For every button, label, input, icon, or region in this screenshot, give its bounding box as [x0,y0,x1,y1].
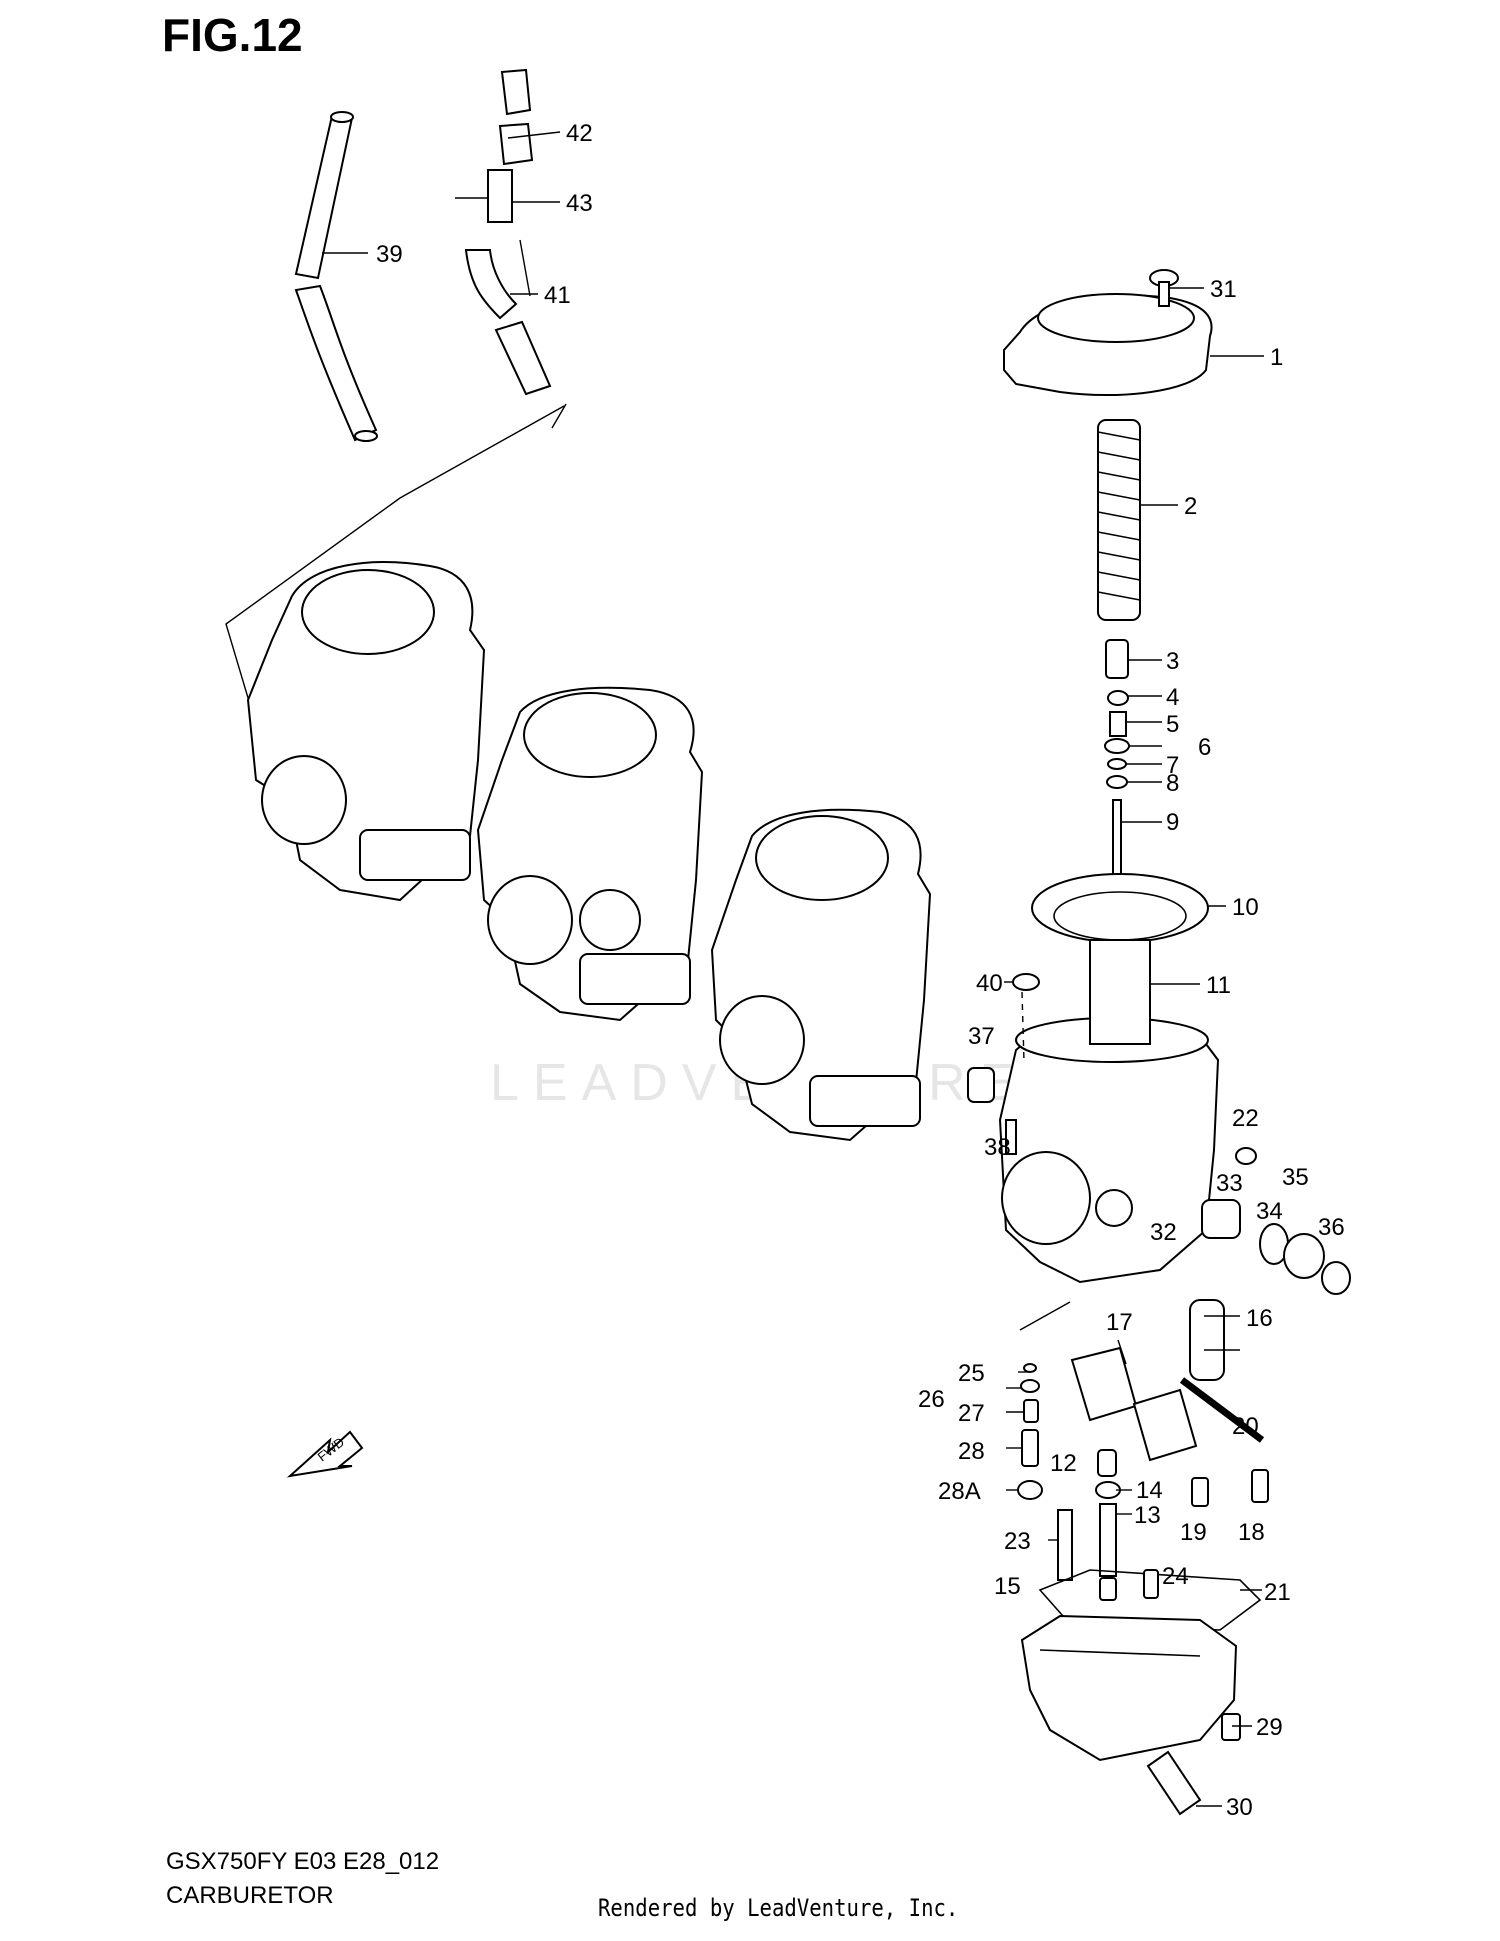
float-bowl-21 [1020,1569,1262,1816]
callout-15: 15 [994,1573,1021,1600]
callout-19: 19 [1180,1519,1207,1546]
callout-24: 24 [1162,1563,1189,1590]
leader-lines [322,131,1264,1807]
spring-2 [1097,419,1141,621]
side-parts-22-36 [1201,1147,1351,1295]
callout-36: 36 [1318,1214,1345,1241]
small-parts-3-8 [1104,639,1130,789]
callout-8: 8 [1166,770,1179,797]
cap-37-joint-38 [967,1067,1017,1155]
hose-set-41-43 [455,68,567,429]
callout-3: 3 [1166,648,1179,675]
callout-25: 25 [958,1360,985,1387]
callout-18: 18 [1238,1519,1265,1546]
callout-10: 10 [1232,894,1259,921]
callout-labels: 1 2 3 4 5 6 7 8 9 10 11 12 13 14 15 16 1… [376,120,1345,1821]
callout-20: 20 [1232,1413,1259,1440]
assembly-bracket-line [225,405,565,719]
callout-4: 4 [1166,684,1179,711]
diaphragm-10 [1031,873,1209,943]
callout-22: 22 [1232,1105,1259,1132]
callout-35: 35 [1282,1164,1309,1191]
callout-32: 32 [1150,1219,1177,1246]
callout-39: 39 [376,241,403,268]
figure-title: FIG.12 [162,9,303,61]
callout-5: 5 [1166,711,1179,738]
callout-2: 2 [1184,493,1197,520]
section-name: CARBURETOR [166,1882,334,1909]
o-ring-40 [1012,973,1040,991]
callout-43: 43 [566,190,593,217]
callout-28a: 28A [938,1478,981,1505]
top-cap-1 [1003,293,1213,397]
callout-17: 17 [1106,1309,1133,1336]
callout-7: 7 [1166,752,1179,779]
callout-13: 13 [1134,1502,1161,1529]
callout-6: 6 [1198,734,1211,761]
callout-37: 37 [968,1023,995,1050]
callout-16: 16 [1246,1305,1273,1332]
rendered-by-credit: Rendered by LeadVenture, Inc. [598,1894,959,1922]
hose-39 [294,111,378,442]
lower-parts [1017,1299,1269,1581]
callout-11: 11 [1206,972,1231,999]
callout-14: 14 [1136,1477,1163,1504]
callout-12: 12 [1050,1450,1077,1477]
callout-30: 30 [1226,1794,1253,1821]
model-code: GSX750FY E03 E28_012 [166,1848,440,1875]
callout-9: 9 [1166,809,1179,836]
callout-1: 1 [1270,344,1283,371]
callout-28: 28 [958,1438,985,1465]
forward-arrow-icon: FWD [286,1430,364,1478]
callout-27: 27 [958,1400,985,1427]
callout-26: 26 [918,1386,945,1413]
callout-33: 33 [1216,1170,1243,1197]
callout-23: 23 [1004,1528,1031,1555]
callout-38: 38 [984,1134,1011,1161]
callout-31: 31 [1210,276,1237,303]
callout-40: 40 [976,970,1003,997]
callout-29: 29 [1256,1714,1283,1741]
carburetor-bank [246,561,1220,1284]
bolt-31 [1149,269,1179,307]
callout-21: 21 [1264,1579,1291,1606]
callout-34: 34 [1256,1198,1283,1225]
callout-41: 41 [544,282,571,309]
callout-42: 42 [566,120,593,147]
piston-11 [1089,939,1151,1045]
